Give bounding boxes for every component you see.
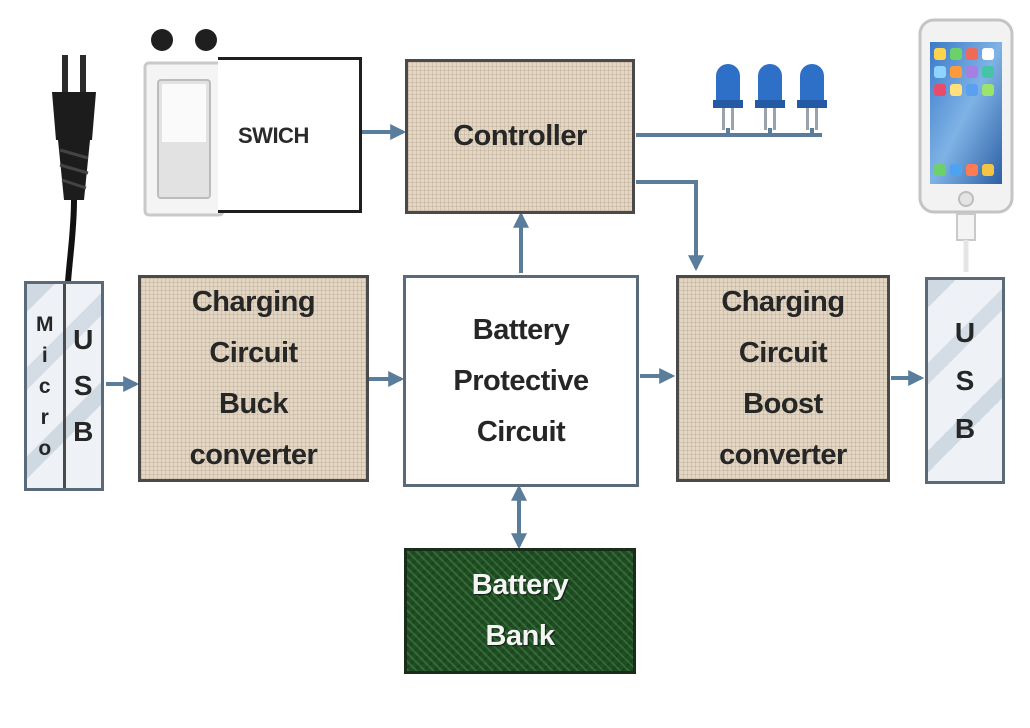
micro-letter: c <box>38 374 51 398</box>
micro-usb-letter: U <box>73 324 94 355</box>
protective-label-line: Circuit <box>476 415 566 448</box>
micro-usb-letter: B <box>73 416 94 447</box>
micro-usb-letter: S <box>73 370 93 401</box>
boost-label-line: Boost <box>743 387 823 420</box>
battery-bank-block: Battery Bank <box>404 548 636 674</box>
micro-usb-letters: U S B <box>66 317 102 455</box>
battery-bank-label-line: Bank <box>485 620 555 652</box>
boost-label-line: Charging <box>721 285 845 318</box>
blue-led-icon <box>713 64 827 130</box>
buck-converter-block: Charging Circuit Buck converter <box>138 275 369 482</box>
usb-output-letter: B <box>954 412 976 444</box>
micro-usb-block: M i c r o U S B <box>24 281 104 491</box>
micro-letter: r <box>40 405 49 429</box>
switch-label: SWICH <box>238 122 309 148</box>
line-controller-to-leds <box>636 128 822 137</box>
battery-protective-label: Battery Protective Circuit <box>453 305 589 458</box>
boost-label-line: converter <box>719 438 847 471</box>
battery-protective-block: Battery Protective Circuit <box>403 275 639 487</box>
usb-output-letters: U S B <box>955 309 975 453</box>
buck-label-line: converter <box>189 438 318 471</box>
switch-label-box: SWICH <box>218 57 362 213</box>
usb-output-letter: U <box>954 316 976 348</box>
controller-label: Controller <box>453 120 587 152</box>
buck-label-line: Circuit <box>209 336 298 369</box>
power-plug-icon <box>52 55 96 283</box>
buck-converter-label: Charging Circuit Buck converter <box>190 277 318 481</box>
micro-letter: i <box>41 343 48 367</box>
buck-label-line: Charging <box>191 285 316 318</box>
micro-letter: o <box>38 436 52 460</box>
smartphone-icon <box>918 18 1014 272</box>
battery-bank-label-line: Battery <box>471 569 569 601</box>
controller-block: Controller <box>405 59 635 214</box>
protective-label-line: Battery <box>472 313 570 346</box>
wall-switch-icon <box>143 29 225 217</box>
boost-label-line: Circuit <box>738 336 828 369</box>
battery-bank-label: Battery Bank <box>471 560 569 662</box>
micro-letter: M <box>36 312 54 336</box>
usb-output-block: U S B <box>925 277 1005 484</box>
boost-converter-label: Charging Circuit Boost converter <box>719 277 847 481</box>
usb-output-letter: S <box>955 364 975 396</box>
boost-converter-block: Charging Circuit Boost converter <box>676 275 890 482</box>
buck-label-line: Buck <box>219 387 288 420</box>
protective-label-line: Protective <box>453 364 589 397</box>
micro-letters: M i c r o <box>27 284 66 488</box>
arrow-controller-to-boost <box>636 180 704 272</box>
